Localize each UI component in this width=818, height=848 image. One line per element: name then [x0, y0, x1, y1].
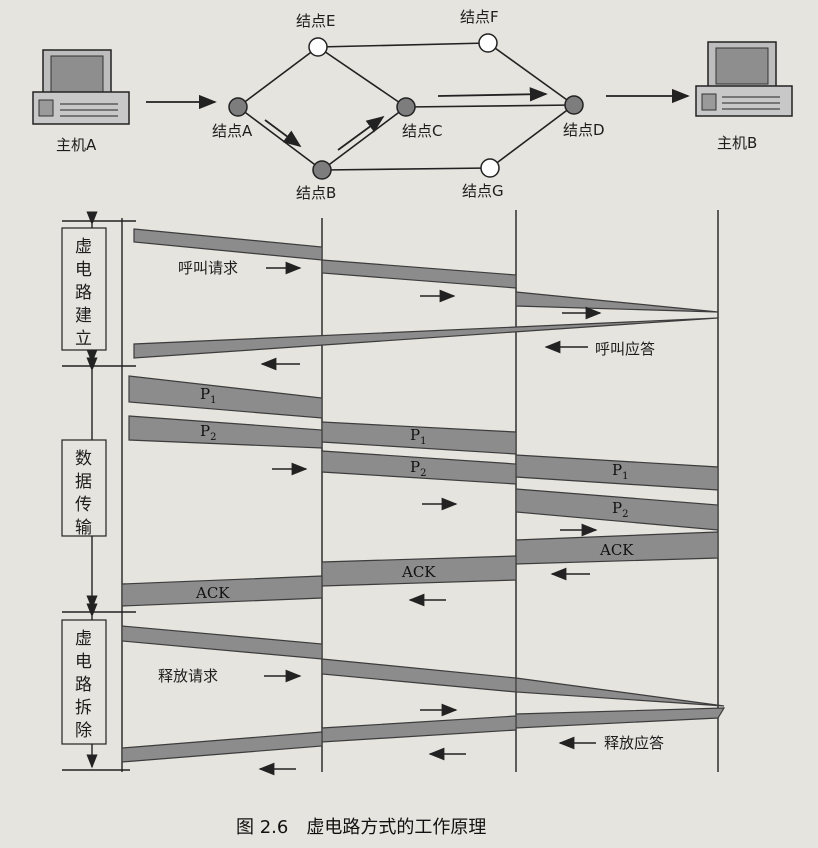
svg-text:路: 路: [75, 283, 92, 303]
signal-bands: [121, 228, 726, 763]
band-release-request-3: [515, 677, 725, 707]
arrow-b-to-c: [337, 115, 385, 151]
band-call-request-2: [321, 259, 517, 289]
timelines: [121, 210, 719, 772]
network-topology: 结点A 结点B 结点C 结点D 结点E 结点F 结点G 主机A 主机B: [32, 8, 793, 202]
svg-text:电: 电: [75, 260, 92, 280]
svg-text:路: 路: [75, 675, 92, 695]
svg-text:虚: 虚: [75, 629, 92, 649]
label-p2-seg2: P2: [410, 458, 426, 479]
svg-text:建: 建: [75, 306, 92, 326]
computer-icon-host-a: [32, 49, 130, 125]
network-links: [237, 42, 575, 171]
link-e-c: [317, 46, 407, 108]
phase-label-transfer: 数 据 传 输: [75, 449, 92, 538]
node-c: [396, 97, 416, 117]
node-b-label: 结点B: [296, 184, 336, 202]
direction-arrows: [258, 261, 602, 776]
node-d-label: 结点D: [563, 121, 605, 139]
label-p2-seg3: P2: [612, 499, 628, 520]
node-c-label: 结点C: [402, 122, 442, 140]
phase-boundaries: [62, 220, 136, 771]
band-call-request-3: [515, 291, 719, 313]
svg-text:拆: 拆: [75, 698, 92, 718]
phase-box-teardown: [61, 619, 107, 745]
label-call-answer: 呼叫应答: [595, 340, 655, 358]
svg-text:数: 数: [75, 449, 92, 469]
path-arrows: [146, 87, 690, 151]
band-release-request-2: [321, 658, 517, 693]
arrow-a-to-b: [264, 119, 302, 148]
label-p1-seg2: P1: [410, 426, 426, 447]
svg-text:虚: 虚: [75, 237, 92, 257]
phase-box-setup: [61, 227, 107, 351]
band-p1-1: [128, 375, 323, 419]
network-nodes: [228, 33, 584, 180]
phase-label-teardown: 虚 电 路 拆 除: [75, 629, 92, 741]
node-a: [228, 97, 248, 117]
link-e-f: [317, 42, 489, 48]
svg-text:除: 除: [75, 721, 92, 741]
node-g: [480, 158, 500, 178]
node-f-label: 结点F: [460, 8, 499, 26]
label-ack-seg2: ACK: [401, 563, 436, 581]
band-p2-3: [515, 488, 719, 531]
node-a-label: 结点A: [212, 122, 253, 140]
link-b-g: [321, 167, 491, 171]
svg-text:传: 传: [75, 495, 92, 515]
link-c-d: [405, 104, 575, 108]
host-a-label: 主机A: [56, 136, 97, 154]
band-release-request-1: [121, 625, 323, 660]
phase-label-setup: 虚 电 路 建 立: [75, 237, 92, 349]
svg-text:电: 电: [75, 652, 92, 672]
band-release-answer-3: [515, 707, 726, 729]
figure-caption: 图 2.6 虚电路方式的工作原理: [236, 817, 486, 838]
band-call-answer: [133, 317, 719, 359]
band-call-request-1: [133, 228, 323, 261]
node-d: [564, 95, 584, 115]
band-ack-1: [121, 575, 323, 607]
node-f: [478, 33, 498, 53]
band-release-answer-2: [321, 715, 517, 743]
label-p2-seg1: P2: [200, 422, 216, 443]
phase-box-transfer: [61, 439, 107, 537]
band-release-answer-1: [121, 731, 323, 763]
label-p1-seg3: P1: [612, 461, 628, 482]
link-a-e: [237, 46, 319, 108]
link-f-d: [487, 42, 575, 106]
label-call-request: 呼叫请求: [178, 259, 238, 277]
svg-text:输: 输: [75, 518, 92, 538]
node-g-label: 结点G: [462, 182, 504, 200]
svg-text:立: 立: [75, 329, 92, 349]
arrow-c-to-d: [437, 87, 548, 102]
node-e: [308, 37, 328, 57]
computer-icon-host-b: [695, 41, 793, 117]
svg-text:据: 据: [75, 472, 92, 492]
label-ack-seg1: ACK: [195, 584, 230, 602]
node-e-label: 结点E: [296, 12, 335, 30]
label-release-request: 释放请求: [158, 667, 218, 685]
label-p1-seg1: P1: [200, 385, 216, 406]
link-a-b: [237, 106, 323, 171]
band-p2-1: [128, 415, 323, 449]
host-b-label: 主机B: [717, 134, 757, 152]
node-b: [312, 160, 332, 180]
band-p2-2: [321, 450, 517, 485]
link-b-c: [321, 106, 407, 171]
label-ack-seg3: ACK: [599, 541, 634, 559]
label-release-answer: 释放应答: [604, 734, 664, 752]
link-g-d: [489, 104, 575, 169]
